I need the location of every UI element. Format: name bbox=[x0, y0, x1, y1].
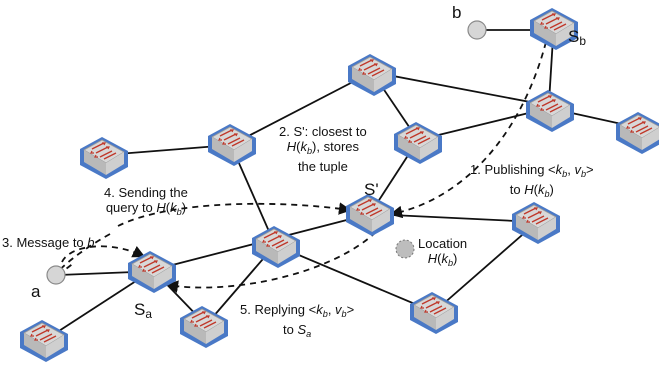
switch-icon bbox=[19, 319, 69, 363]
switch-icon bbox=[79, 136, 129, 180]
annotation-replying: 5. Replying <kb, vb> to Sa bbox=[240, 302, 355, 339]
switch-icon bbox=[393, 121, 443, 165]
annotation-location: Location H(kb) bbox=[418, 236, 468, 268]
switch-sa-label: Sa bbox=[134, 300, 152, 322]
switch-icon bbox=[251, 225, 301, 269]
annotation-closest: 2. S': closest to H(kb), stores the tupl… bbox=[279, 124, 367, 174]
switch-icon bbox=[179, 305, 229, 349]
annotation-publishing: 1. Publishing <kb, vb> to H(kb) bbox=[470, 162, 594, 199]
host-a-label: a bbox=[31, 282, 41, 301]
switch-icon bbox=[347, 53, 397, 97]
switch-icon bbox=[207, 123, 257, 167]
switch-icon bbox=[525, 89, 575, 133]
switch-sprime-icon bbox=[345, 193, 395, 237]
switch-sb-label: Sb bbox=[568, 27, 586, 49]
annotation-message: 3. Message to b bbox=[2, 235, 95, 250]
host-b-label: b bbox=[452, 3, 462, 22]
annotation-sending: 4. Sending the query to H(kb) bbox=[104, 185, 188, 217]
switch-sprime-label: S' bbox=[364, 180, 379, 199]
host-a-icon bbox=[46, 265, 66, 285]
switch-icon bbox=[615, 111, 659, 155]
host-b-icon bbox=[467, 20, 487, 40]
location-marker-icon bbox=[395, 239, 415, 259]
